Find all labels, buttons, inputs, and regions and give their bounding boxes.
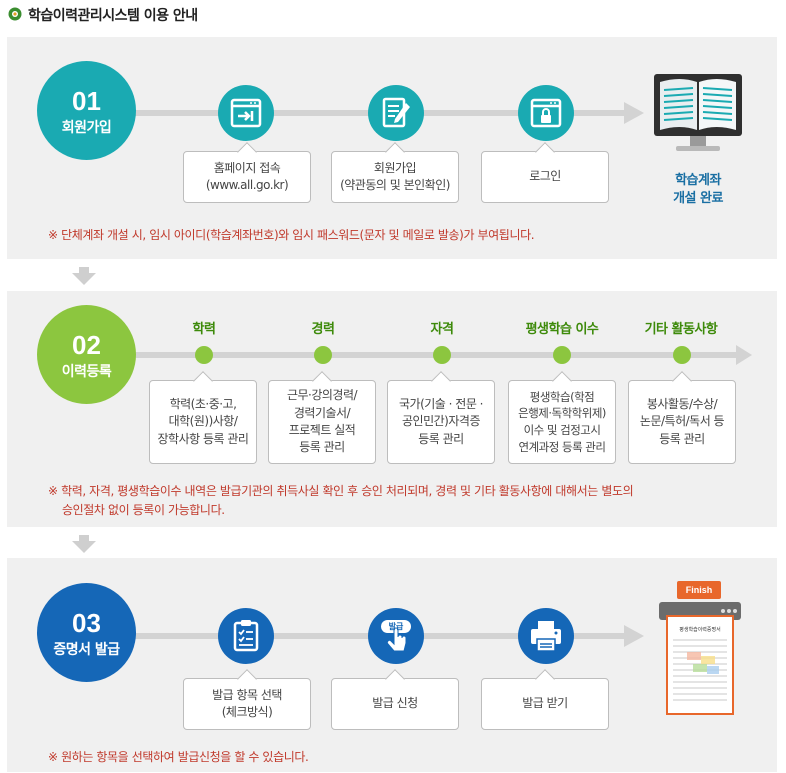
category-text: 공인민간)자격증 xyxy=(402,414,480,429)
category-dot xyxy=(314,346,332,364)
category-text: 장학사항 등록 관리 xyxy=(157,431,249,446)
category-text: 프로젝트 실적 xyxy=(288,423,356,437)
category-label: 자격 xyxy=(430,322,454,337)
stage-2-flow-arrow-icon xyxy=(736,345,752,365)
stage-3-note: ※ 원하는 항목을 선택하여 발급신청을 할 수 있습니다. xyxy=(48,750,309,764)
stage-1-step-3-card: 로그인 xyxy=(481,142,609,203)
apply-badge-text: 발급 xyxy=(388,622,404,631)
step-text: 발급 받기 xyxy=(522,696,568,711)
browser-login-icon xyxy=(218,85,274,141)
category-label: 학력 xyxy=(192,322,216,337)
category-text: 등록 관리 xyxy=(659,431,705,446)
stage-3-flow-arrow-icon xyxy=(624,625,644,647)
category-1-card: 학력(초·중·고, 대학(원))사항/ 장학사항 등록 관리 xyxy=(149,371,257,464)
category-dot xyxy=(195,346,213,364)
stage-1-flow-arrow-icon xyxy=(624,102,644,124)
stage-1-circle: 01 회원가입 xyxy=(37,61,136,160)
step-text: 회원가입 xyxy=(373,160,417,175)
stage-3-name: 증명서 발급 xyxy=(53,642,120,658)
result-text: 개설 완료 xyxy=(673,191,723,207)
category-text: 등록 관리 xyxy=(418,431,464,446)
stage-1-flow-line xyxy=(100,110,630,116)
stage-2-name: 이력등록 xyxy=(61,364,112,380)
stage-2-note: ※ 학력, 자격, 평생학습이수 내역은 발급기관의 취득사실 확인 후 승인 … xyxy=(48,482,634,519)
stage-3-flow-line xyxy=(100,633,630,639)
step-text: 로그인 xyxy=(529,169,561,184)
down-arrow-icon xyxy=(72,535,96,553)
note-line: ※ 학력, 자격, 평생학습이수 내역은 발급기관의 취득사실 확인 후 승인 … xyxy=(48,484,634,498)
open-book-monitor-icon xyxy=(650,68,746,164)
stage-3-circle: 03 증명서 발급 xyxy=(37,583,136,682)
result-text: 학습계좌 xyxy=(675,173,721,188)
category-dot xyxy=(673,346,691,364)
note-line: 승인절차 없이 등록이 가능합니다. xyxy=(62,502,225,517)
clipboard-check-icon xyxy=(218,608,274,664)
category-text: 연계과정 등록 관리 xyxy=(518,439,606,454)
printed-certificate-icon: Finish 평생학습이력증명서 xyxy=(657,580,743,718)
finish-badge-text: Finish xyxy=(685,585,713,595)
category-text: 평생학습(학점 xyxy=(529,389,595,404)
step-text: (체크방식) xyxy=(221,705,273,719)
category-4-card: 평생학습(학점 은행제·독학학위제) 이수 및 검정고시 연계과정 등록 관리 xyxy=(508,371,616,464)
category-text: 대학(원))사항/ xyxy=(168,414,238,429)
stage-1-result-label: 학습계좌 개설 완료 xyxy=(650,172,746,208)
category-text: 봉사활동/수상/ xyxy=(646,396,718,411)
step-text: 홈페이지 접속 xyxy=(213,160,281,175)
header-bullet-icon xyxy=(8,7,22,21)
document-pen-icon xyxy=(368,85,424,141)
browser-lock-icon xyxy=(518,85,574,141)
stage-2-flow-line xyxy=(100,352,740,358)
stage-1-note: ※ 단체계좌 개설 시, 임시 아이디(학습계좌번호)와 임시 패스워드(문자 … xyxy=(48,228,535,242)
step-text: (약관동의 및 본인확인) xyxy=(340,178,450,192)
stage-3-panel xyxy=(7,558,777,772)
step-text: 발급 신청 xyxy=(372,696,418,711)
category-text: 논문/특허/독서 등 xyxy=(639,414,725,429)
stage-2-circle: 02 이력등록 xyxy=(37,305,136,404)
category-label: 기타 활동사항 xyxy=(644,322,718,337)
hand-tap-icon: 발급 xyxy=(368,608,424,664)
down-arrow-icon xyxy=(72,267,96,285)
page-title: 학습이력관리시스템 이용 안내 xyxy=(28,8,198,24)
step-text: 발급 항목 선택 xyxy=(212,687,282,702)
stage-1-number: 01 xyxy=(72,86,101,116)
category-text: 근무·강의경력/ xyxy=(286,388,358,403)
stage-3-step-2-card: 발급 신청 xyxy=(331,669,459,730)
category-2-card: 근무·강의경력/ 경력기술서/ 프로젝트 실적 등록 관리 xyxy=(268,371,376,464)
stage-3-step-3-card: 발급 받기 xyxy=(481,669,609,730)
category-text: 학력(초·중·고, xyxy=(169,396,237,411)
printer-icon xyxy=(518,608,574,664)
category-dot xyxy=(433,346,451,364)
category-text: 은행제·독학학위제) xyxy=(518,406,606,421)
category-3-card: 국가(기술 · 전문 · 공인민간)자격증 등록 관리 xyxy=(387,371,495,464)
category-label: 평생학습 이수 xyxy=(525,322,599,337)
certificate-title-text: 평생학습이력증명서 xyxy=(679,627,721,633)
category-5-card: 봉사활동/수상/ 논문/특허/독서 등 등록 관리 xyxy=(628,371,736,464)
category-text: 경력기술서/ xyxy=(293,405,351,420)
category-text: 등록 관리 xyxy=(299,440,345,455)
category-label: 경력 xyxy=(311,322,335,337)
stage-3-step-1-card: 발급 항목 선택 (체크방식) xyxy=(183,669,311,730)
stage-1-step-2-card: 회원가입 (약관동의 및 본인확인) xyxy=(331,142,459,203)
category-text: 이수 및 검정고시 xyxy=(523,423,601,437)
step-text: (www.all.go.kr) xyxy=(205,178,289,192)
stage-3-number: 03 xyxy=(72,608,101,638)
category-text: 국가(기술 · 전문 · xyxy=(399,396,484,411)
stage-1-step-1-card: 홈페이지 접속 (www.all.go.kr) xyxy=(183,142,311,203)
category-dot xyxy=(553,346,571,364)
stage-2-number: 02 xyxy=(72,330,101,360)
stage-1-name: 회원가입 xyxy=(61,120,112,136)
